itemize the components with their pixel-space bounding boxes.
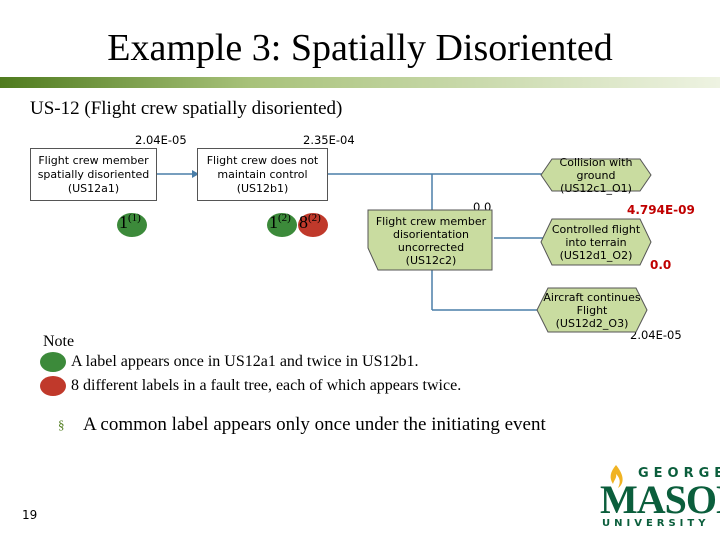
label-b1-1-base: 1 (269, 212, 278, 232)
outcome-o2-line3: (US12d1_O2) (559, 248, 633, 262)
fault-tree-subtitle: US-12 (Flight crew spatially disoriented… (30, 98, 343, 119)
outcome-o2: Controlled flight into terrain (US12d1_O… (540, 218, 652, 266)
prob-o2: 0.0 (650, 258, 672, 272)
label-b1-1: 1(2) (269, 212, 291, 233)
node-us12a1-line2: spatially disoriented (37, 167, 150, 181)
node-us12c2-line3: uncorrected (397, 241, 465, 254)
label-b1-1-sup: (2) (278, 212, 291, 224)
outcome-o1-line1: Collision with ground (559, 155, 633, 182)
label-a1-sup: (1) (128, 212, 141, 224)
node-us12b1: Flight crew does not maintain control (U… (197, 148, 328, 201)
label-circle-b1-2 (298, 213, 328, 237)
node-us12c2-line1: Flight crew member (375, 215, 487, 228)
note-item2: 8 different labels in a fault tree, each… (71, 377, 462, 394)
outcome-o3-line2: Flight (576, 303, 608, 317)
outcome-o1: Collision with ground (US12c1_O1) (540, 155, 652, 195)
george-mason-logo: GEORGE MASON UNIVERSITY (600, 458, 720, 534)
label-b1-2-base: 8 (299, 212, 308, 232)
outcome-o3: Aircraft continues Flight (US12d2_O3) (536, 287, 648, 333)
slide-title: Example 3: Spatially Disoriented (107, 27, 613, 69)
outcome-o2-line2: into terrain (565, 235, 627, 249)
logo-mason-text: MASON (600, 477, 720, 522)
label-a1-base: 1 (119, 212, 128, 232)
outcome-o1-line2: (US12c1_O1) (560, 181, 632, 195)
prob-us12a1: 2.04E-05 (135, 133, 187, 147)
prob-o1: 4.794E-09 (627, 203, 695, 217)
outcome-o3-line3: (US12d2_O3) (555, 316, 629, 330)
outcome-o2-line1: Controlled flight (551, 222, 641, 236)
prob-us12b1: 2.35E-04 (303, 133, 355, 147)
bullet-text: A common label appears only once under t… (83, 414, 546, 435)
label-circle-b1-1 (267, 213, 297, 237)
outcome-o2-shape (540, 218, 652, 266)
bullet-icon: § (58, 417, 65, 432)
node-us12a1: Flight crew member spatially disoriented… (30, 148, 157, 201)
footer-bar (0, 488, 590, 496)
label-circle-a1 (117, 213, 147, 237)
node-us12a1-line3: (US12a1) (67, 181, 120, 195)
note-red-circle (40, 376, 66, 396)
node-us12c2: Flight crew member disorientation uncorr… (370, 212, 492, 270)
node-us12c2-line4: (US12c2) (405, 254, 457, 267)
outcome-o3-line1: Aircraft continues (543, 290, 641, 304)
node-us12b1-line2: maintain control (217, 167, 308, 181)
node-us12c2-line2: disorientation (393, 228, 469, 241)
note-green-circle (40, 352, 66, 372)
prob-o3: 2.04E-05 (630, 328, 682, 342)
title-divider-bar (0, 77, 720, 88)
label-b1-2: 8(2) (299, 212, 321, 233)
logo-gold-flame-icon (610, 465, 623, 488)
node-us12c2-shape (367, 209, 493, 271)
node-us12b1-line3: (US12b1) (236, 181, 289, 195)
logo-university-text: UNIVERSITY (602, 518, 710, 529)
outcome-o1-shape (540, 158, 652, 192)
page-number: 19 (22, 508, 38, 522)
node-us12b1-line1: Flight crew does not (206, 153, 319, 167)
note-heading: Note (43, 333, 75, 350)
outcome-o3-shape (536, 287, 648, 333)
label-a1: 1(1) (119, 212, 141, 233)
node-us12a1-line1: Flight crew member (38, 153, 149, 167)
logo-george-text: GEORGE (638, 466, 720, 481)
label-b1-2-sup: (2) (308, 212, 321, 224)
note-item1: A label appears once in US12a1 and twice… (71, 353, 419, 370)
